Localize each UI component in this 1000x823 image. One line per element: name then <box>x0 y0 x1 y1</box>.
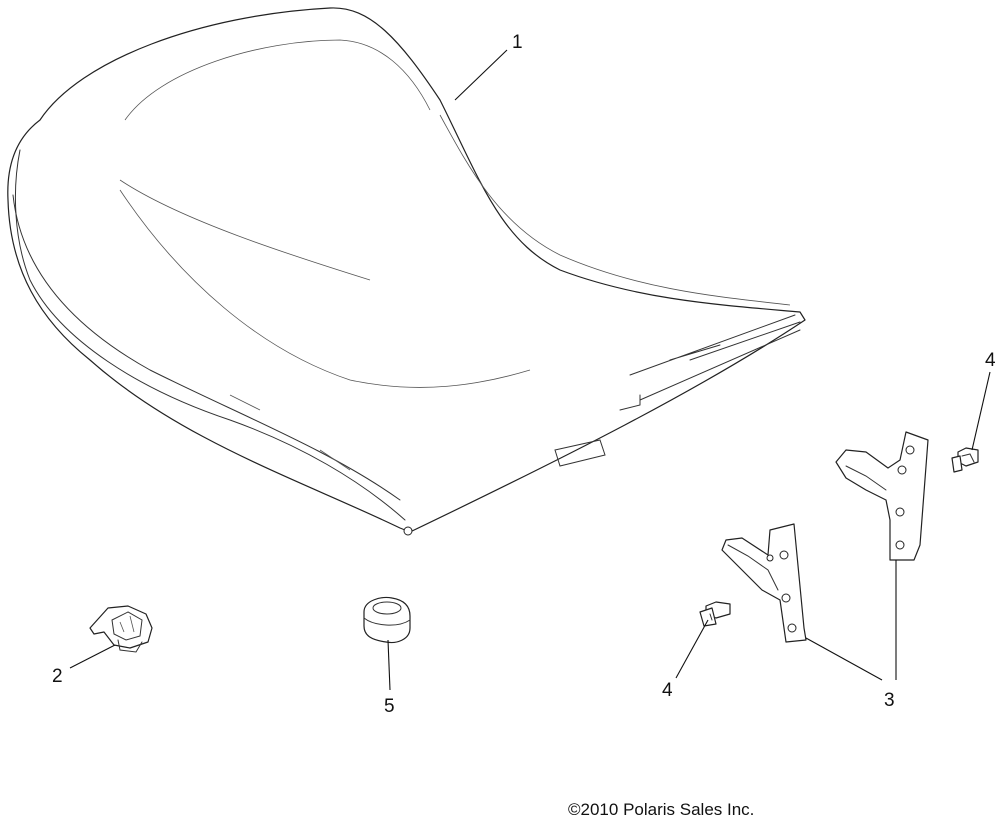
callout-clip: 2 <box>52 666 63 687</box>
copyright-notice: ©2010 Polaris Sales Inc. <box>568 800 755 819</box>
callout-bolt-right: 4 <box>985 350 996 371</box>
leader-lines <box>69 49 991 691</box>
seat-part <box>7 7 806 536</box>
leader-bumper <box>387 639 391 691</box>
bolt-right-part <box>951 447 979 473</box>
bumper-part <box>363 596 411 644</box>
clip-part <box>89 605 153 653</box>
hinge-bracket-lower <box>721 523 807 643</box>
leader-bolt-left <box>675 619 709 679</box>
leader-hinge-lower <box>805 637 883 681</box>
leader-bolt-right <box>971 371 991 451</box>
leader-seat <box>454 49 508 101</box>
callout-hinge-bracket: 3 <box>884 690 895 711</box>
callout-seat: 1 <box>512 32 523 53</box>
hinge-bracket-upper <box>835 431 929 561</box>
callout-bumper: 5 <box>384 696 395 717</box>
bolt-left-part <box>699 601 731 627</box>
callout-bolt-left: 4 <box>662 680 673 701</box>
leader-clip <box>69 644 116 669</box>
